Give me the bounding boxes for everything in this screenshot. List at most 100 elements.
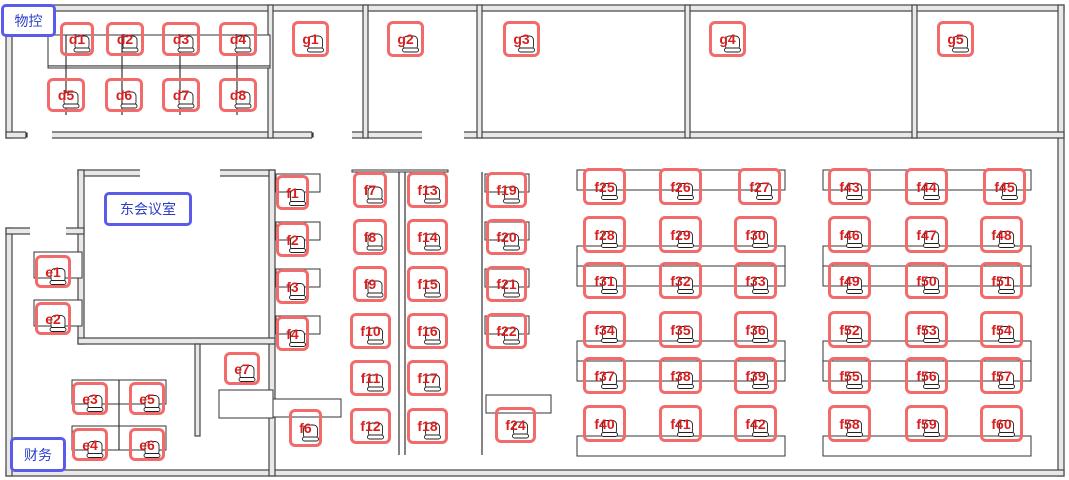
seat-f33[interactable]: f33 [734,262,777,299]
seat-f9[interactable]: f9 [353,266,387,302]
seat-f41[interactable]: f41 [659,405,702,442]
seat-f40[interactable]: f40 [583,405,626,442]
chair-back-icon [503,292,520,298]
seat-f51[interactable]: f51 [980,262,1023,299]
seat-f38[interactable]: f38 [659,357,702,394]
seat-f48[interactable]: f48 [980,216,1023,253]
wall-divider-4 [684,4,691,139]
seat-f24[interactable]: f24 [495,407,536,443]
seat-e1[interactable]: e1 [35,255,71,288]
seat-f36[interactable]: f36 [734,311,777,348]
seat-f58[interactable]: f58 [828,405,871,442]
seat-d5[interactable]: d5 [47,78,85,112]
seat-g3[interactable]: g3 [503,21,540,57]
seat-f28[interactable]: f28 [583,216,626,253]
seat-f1[interactable]: f1 [276,175,309,210]
room-label-east-meeting[interactable]: 东会议室 [104,192,192,226]
seat-f44[interactable]: f44 [905,168,948,205]
seat-f3[interactable]: f3 [276,269,309,304]
seat-f4[interactable]: f4 [276,316,309,351]
seat-f14[interactable]: f14 [407,219,448,255]
seat-f32[interactable]: f32 [659,262,702,299]
seat-f27[interactable]: f27 [738,168,781,205]
chair-back-icon [846,338,863,343]
seat-f39[interactable]: f39 [734,357,777,394]
seat-f37[interactable]: f37 [583,357,626,394]
seat-d1[interactable]: d1 [60,22,94,56]
seat-g1[interactable]: g1 [292,21,329,57]
seat-e6[interactable]: e6 [129,428,165,461]
seat-f60[interactable]: f60 [980,405,1023,442]
seat-f47[interactable]: f47 [905,216,948,253]
chair-back-icon [752,432,769,437]
seat-f45[interactable]: f45 [983,168,1026,205]
seat-f12[interactable]: f12 [350,408,391,444]
chair-back-icon [677,243,694,248]
chair-back-icon [752,384,769,389]
seat-f57[interactable]: f57 [980,357,1023,394]
seat-e3[interactable]: e3 [72,382,108,415]
seat-f18[interactable]: f18 [407,408,448,444]
seat-d7[interactable]: d7 [162,78,200,112]
seat-f7[interactable]: f7 [353,172,387,208]
chair-back-icon [846,195,863,200]
seat-f26[interactable]: f26 [659,168,702,205]
seat-e2[interactable]: e2 [35,302,71,335]
seat-f21[interactable]: f21 [486,266,527,302]
seat-f29[interactable]: f29 [659,216,702,253]
seat-f59[interactable]: f59 [905,405,948,442]
seat-f35[interactable]: f35 [659,311,702,348]
seat-g4[interactable]: g4 [709,21,746,57]
seat-f13[interactable]: f13 [407,172,448,208]
chair-back-icon [366,198,384,204]
seat-f46[interactable]: f46 [828,216,871,253]
seat-f11[interactable]: f11 [350,360,391,396]
seat-f34[interactable]: f34 [583,311,626,348]
seat-f2[interactable]: f2 [276,222,309,257]
seat-f15[interactable]: f15 [407,266,448,302]
chair-back-icon [601,338,618,343]
seat-d6[interactable]: d6 [105,78,143,112]
seat-e4[interactable]: e4 [72,428,108,461]
seat-f42[interactable]: f42 [734,405,777,442]
seat-d8[interactable]: d8 [219,78,257,112]
seat-f8[interactable]: f8 [353,219,387,255]
seat-f54[interactable]: f54 [980,311,1023,348]
seat-f52[interactable]: f52 [828,311,871,348]
seat-g2[interactable]: g2 [387,21,424,57]
seat-f49[interactable]: f49 [828,262,871,299]
seat-f30[interactable]: f30 [734,216,777,253]
seat-f50[interactable]: f50 [905,262,948,299]
seat-f22[interactable]: f22 [486,313,527,349]
seat-e5[interactable]: e5 [129,382,165,415]
seat-f31[interactable]: f31 [583,262,626,299]
chair-back-icon [1001,195,1018,200]
seat-g5[interactable]: g5 [937,21,974,57]
wall-finance-inner [194,343,201,437]
chair-back-icon [601,384,618,389]
seat-f6[interactable]: f6 [289,409,322,447]
room-label-wukong[interactable]: 物控 [1,4,56,37]
room-label-finance[interactable]: 财务 [10,437,66,472]
seat-f25[interactable]: f25 [583,168,626,205]
seat-f20[interactable]: f20 [486,219,527,255]
seat-f55[interactable]: f55 [828,357,871,394]
seat-d2[interactable]: d2 [106,22,144,56]
seat-e7[interactable]: e7 [224,352,260,385]
seat-d3[interactable]: d3 [162,22,200,56]
wall-divider-1 [267,4,274,139]
seat-f16[interactable]: f16 [407,313,448,349]
seat-f19[interactable]: f19 [486,172,527,208]
seat-f43[interactable]: f43 [828,168,871,205]
seat-f17[interactable]: f17 [407,360,448,396]
wall-top-rooms-bottom [5,131,1065,139]
seat-f53[interactable]: f53 [905,311,948,348]
chair-back-icon [952,47,969,53]
seat-f56[interactable]: f56 [905,357,948,394]
chair-back-icon [998,338,1015,343]
chair-back-icon [601,243,618,248]
seat-f10[interactable]: f10 [350,313,391,349]
chair-back-icon [366,245,384,251]
seat-d4[interactable]: d4 [219,22,257,56]
